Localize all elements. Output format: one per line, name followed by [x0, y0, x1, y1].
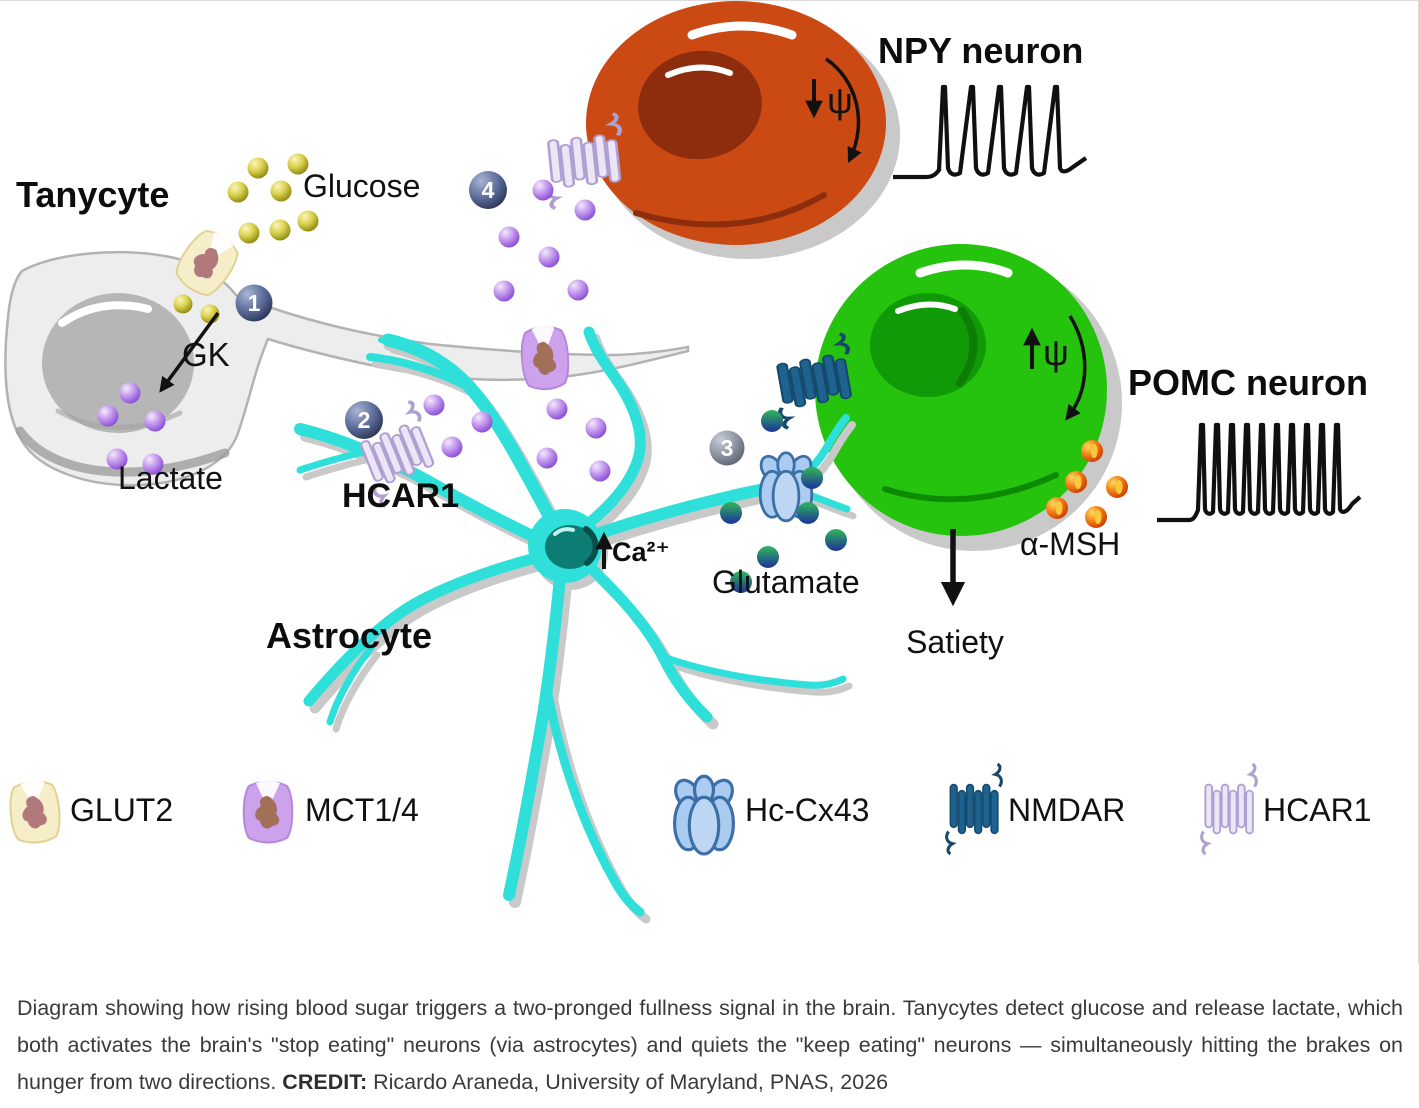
legend-label-mct14: MCT1/4 — [305, 792, 419, 828]
glucose-label: Glucose — [303, 168, 420, 204]
gk-label: GK — [182, 336, 230, 373]
tanycyte-bottom-shadow — [15, 426, 230, 477]
svg-text:2: 2 — [358, 407, 371, 433]
step-badge-2: 2 — [345, 401, 383, 439]
tanycyte-nucleus-shade — [55, 408, 183, 430]
npy-spike-trace — [893, 84, 1088, 180]
caption-text: Diagram showing how rising blood sugar t… — [17, 996, 1403, 1094]
lactate-dots-tanycyte — [97, 382, 166, 475]
pomc-inner-arc — [882, 472, 1059, 503]
astrocyte-cell — [300, 332, 853, 919]
npy-nucleus — [638, 50, 762, 160]
pomc-spike-trace — [1157, 422, 1362, 523]
mct14-transporter-icon — [242, 780, 294, 844]
caption-credit-label: CREDIT: — [282, 1070, 368, 1094]
pomc-cycle-arrow — [1065, 315, 1087, 421]
pomc-nucleus — [870, 293, 986, 397]
tanycyte-nucleus — [42, 293, 194, 433]
npy-inner-arc — [633, 192, 827, 228]
pomc-nucleus-shade — [956, 307, 978, 387]
step-badge-3: 3 — [709, 430, 745, 466]
svg-text:1: 1 — [248, 290, 261, 316]
glutamate-dots — [720, 410, 847, 593]
pomc-nucleus-highlight — [895, 301, 958, 314]
hemichannel-icon — [669, 774, 739, 856]
glut2-transporter-icon — [9, 780, 61, 844]
tanycyte-nucleus-highlight — [58, 301, 152, 327]
amsh-label: α-MSH — [1020, 526, 1120, 562]
npy-cycle-arrow — [825, 57, 862, 164]
caption: Diagram showing how rising blood sugar t… — [17, 990, 1403, 1101]
astrocyte-nucleus-highlight — [553, 527, 575, 536]
glutamate-label: Glutamate — [712, 564, 860, 600]
step-badge-1: 1 — [235, 284, 273, 322]
nmdar-receptor-icon — [945, 762, 1003, 856]
satiety-label: Satiety — [906, 624, 1004, 660]
npy-neuron: ψ — [586, 1, 900, 259]
glucose-dots — [173, 153, 319, 324]
svg-text:4: 4 — [482, 177, 495, 203]
caption-credit-text: Ricardo Araneda, University of Maryland,… — [367, 1070, 889, 1094]
gk-arrow — [159, 311, 220, 393]
diagram: ψ ψ — [4, 1, 1371, 966]
lactate-label: Lactate — [118, 460, 223, 496]
astrocyte-nucleus — [545, 525, 595, 569]
legend-label-hccx43: Hc-Cx43 — [745, 792, 869, 828]
astrocyte-label: Astrocyte — [266, 615, 432, 656]
pomc-neuron: ψ — [815, 244, 1122, 551]
legend-label-hcar1: HCAR1 — [1263, 792, 1371, 828]
npy-neuron-label: NPY neuron — [878, 30, 1083, 71]
pomc-psi-label: ψ — [1043, 332, 1069, 373]
npy-highlight — [687, 21, 797, 40]
lactate-dots-stream — [423, 179, 611, 482]
hcar1-site-label: HCAR1 — [342, 477, 459, 515]
mct14-transporter — [520, 325, 570, 391]
pomc-highlight — [915, 260, 1013, 278]
npy-nucleus-highlight — [665, 64, 733, 78]
legend: GLUT2 MCT1/4 Hc-Cx43 NMDAR HCAR1 — [9, 762, 1371, 856]
legend-label-nmdar: NMDAR — [1008, 792, 1125, 828]
calcium-label: Ca²⁺ — [612, 537, 670, 567]
figure-area: ψ ψ — [0, 0, 1419, 965]
glut2-transporter — [175, 229, 239, 297]
step-badge-4: 4 — [469, 171, 507, 209]
pomc-body — [815, 244, 1107, 536]
amsh-dots — [1046, 440, 1128, 528]
pomc-neuron-label: POMC neuron — [1128, 362, 1368, 403]
svg-text:3: 3 — [721, 435, 734, 461]
tanycyte-label: Tanycyte — [16, 174, 169, 215]
hcar1-receptor-icon — [1200, 762, 1258, 856]
legend-label-glut2: GLUT2 — [70, 792, 173, 828]
